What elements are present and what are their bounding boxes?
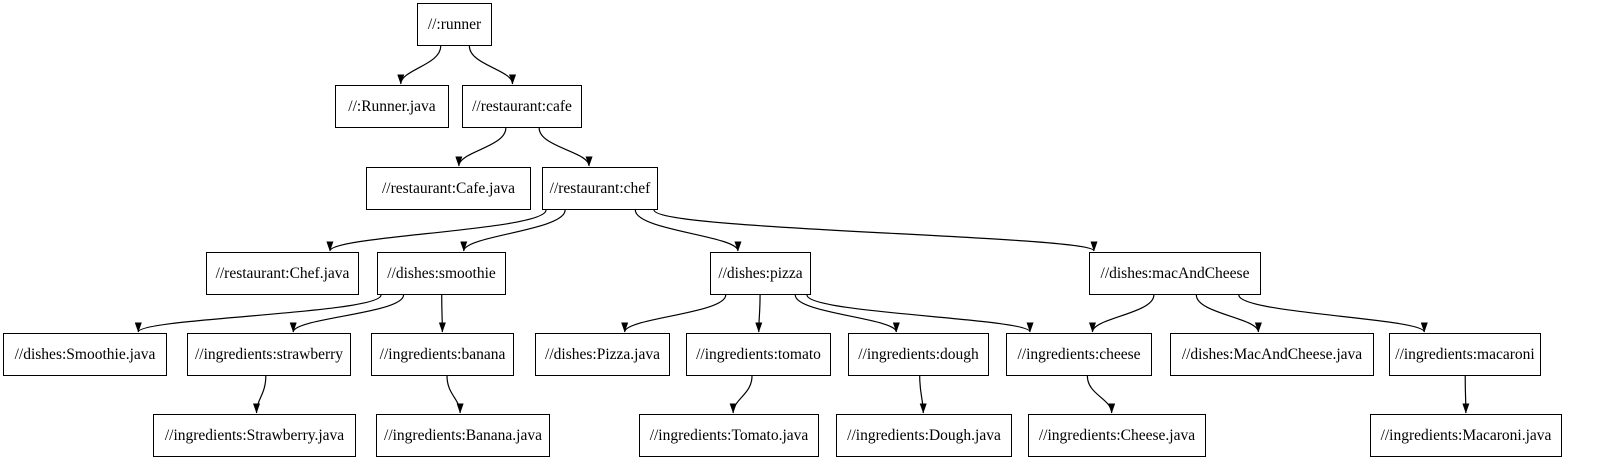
graph-node-smoothie_java[interactable]: //dishes:Smoothie.java <box>3 333 167 376</box>
graph-node-label: //:runner <box>427 15 482 33</box>
graph-edge-dishes_macandcheese-to-ing_cheese <box>1089 294 1155 333</box>
graph-node-label: //ingredients:cheese <box>1017 345 1141 363</box>
graph-node-restaurant_chef[interactable]: //restaurant:chef <box>542 167 658 210</box>
graph-node-label: //dishes:Smoothie.java <box>14 345 156 363</box>
graph-edge-dishes_macandcheese-to-macandcheese_java <box>1195 294 1262 333</box>
graph-node-label: //restaurant:Cafe.java <box>382 179 515 197</box>
graph-node-ing_strawberry[interactable]: //ingredients:strawberry <box>187 333 351 376</box>
graph-edge-restaurant_cafe-to-cafe_java <box>455 127 507 167</box>
graph-node-ing_tomato[interactable]: //ingredients:tomato <box>686 333 831 376</box>
graph-node-label: //ingredients:macaroni <box>1395 345 1535 363</box>
graph-node-strawberry_java[interactable]: //ingredients:Strawberry.java <box>153 414 356 457</box>
graph-node-label: //dishes:Pizza.java <box>545 345 660 363</box>
graph-edge-restaurant_chef-to-dishes_macandcheese <box>653 209 1098 252</box>
graph-node-label: //ingredients:Banana.java <box>384 426 542 444</box>
graph-node-label: //restaurant:cafe <box>472 97 572 115</box>
graph-node-cafe_java[interactable]: //restaurant:Cafe.java <box>366 167 531 210</box>
graph-node-label: //restaurant:Chef.java <box>215 264 350 282</box>
graph-node-ing_macaroni[interactable]: //ingredients:macaroni <box>1389 333 1541 376</box>
graph-edge-ing_cheese-to-cheese_java <box>1086 375 1116 414</box>
graph-node-dishes_macandcheese[interactable]: //dishes:macAndCheese <box>1089 252 1261 295</box>
graph-edge-restaurant_chef-to-dishes_pizza <box>634 209 742 252</box>
graph-edge-dishes_pizza-to-ing_dough <box>794 294 900 333</box>
graph-node-label: //:Runner.java <box>348 97 436 115</box>
graph-node-macandcheese_java[interactable]: //dishes:MacAndCheese.java <box>1170 333 1374 376</box>
graph-node-restaurant_cafe[interactable]: //restaurant:cafe <box>462 85 582 128</box>
graph-node-label: //ingredients:tomato <box>696 345 821 363</box>
graph-node-macaroni_java[interactable]: //ingredients:Macaroni.java <box>1370 414 1562 457</box>
graph-edge-dishes_smoothie-to-ing_banana <box>438 294 446 333</box>
graph-node-banana_java[interactable]: //ingredients:Banana.java <box>376 414 550 457</box>
graph-node-label: //ingredients:Tomato.java <box>649 426 809 444</box>
graph-edge-dishes_pizza-to-ing_cheese <box>806 294 1034 333</box>
graph-node-runner_java[interactable]: //:Runner.java <box>335 85 449 128</box>
graph-edge-restaurant_chef-to-dishes_smoothie <box>460 209 566 252</box>
graph-node-tomato_java[interactable]: //ingredients:Tomato.java <box>639 414 819 457</box>
graph-edge-ing_banana-to-banana_java <box>446 375 464 414</box>
graph-node-label: //ingredients:dough <box>858 345 979 363</box>
graph-node-dishes_smoothie[interactable]: //dishes:smoothie <box>377 252 506 295</box>
graph-edge-dishes_pizza-to-pizza_java <box>621 294 727 333</box>
graph-edge-restaurant_cafe-to-restaurant_chef <box>538 127 593 167</box>
graph-node-label: //dishes:smoothie <box>387 264 496 282</box>
graph-node-label: //ingredients:Cheese.java <box>1038 426 1196 444</box>
graph-edge-restaurant_chef-to-chef_java <box>326 209 547 252</box>
graph-edge-ing_strawberry-to-strawberry_java <box>253 375 267 414</box>
graph-node-ing_banana[interactable]: //ingredients:banana <box>371 333 514 376</box>
graph-node-chef_java[interactable]: //restaurant:Chef.java <box>206 252 359 295</box>
graph-node-dough_java[interactable]: //ingredients:Dough.java <box>836 414 1012 457</box>
graph-node-dishes_pizza[interactable]: //dishes:pizza <box>710 252 811 295</box>
graph-node-label: //ingredients:Strawberry.java <box>164 426 345 444</box>
graph-node-label: //dishes:pizza <box>718 264 803 282</box>
graph-edge-dishes_pizza-to-ing_tomato <box>755 294 763 333</box>
graph-node-label: //dishes:MacAndCheese.java <box>1181 345 1363 363</box>
graph-node-pizza_java[interactable]: //dishes:Pizza.java <box>535 333 670 376</box>
graph-node-cheese_java[interactable]: //ingredients:Cheese.java <box>1028 414 1206 457</box>
graph-edge-ing_tomato-to-tomato_java <box>729 375 753 414</box>
graph-node-label: //dishes:macAndCheese <box>1100 264 1250 282</box>
graph-edge-dishes_macandcheese-to-ing_macaroni <box>1238 294 1428 333</box>
graph-edge-dishes_smoothie-to-smoothie_java <box>134 294 382 333</box>
graph-edge-runner-to-restaurant_cafe <box>468 45 516 85</box>
graph-node-label: //ingredients:Dough.java <box>847 426 1001 444</box>
graph-node-ing_cheese[interactable]: //ingredients:cheese <box>1006 333 1152 376</box>
graph-edge-dishes_smoothie-to-ing_strawberry <box>289 294 405 333</box>
graph-node-label: //restaurant:chef <box>549 179 651 197</box>
graph-edge-ing_dough-to-dough_java <box>919 375 927 414</box>
graph-node-ing_dough[interactable]: //ingredients:dough <box>848 333 989 376</box>
graph-node-runner[interactable]: //:runner <box>417 3 492 46</box>
graph-node-label: //ingredients:strawberry <box>194 345 344 363</box>
graph-edge-runner-to-runner_java <box>397 45 442 85</box>
graph-edge-ing_macaroni-to-macaroni_java <box>1462 375 1470 414</box>
graph-node-label: //ingredients:banana <box>379 345 506 363</box>
graph-node-label: //ingredients:Macaroni.java <box>1380 426 1552 444</box>
